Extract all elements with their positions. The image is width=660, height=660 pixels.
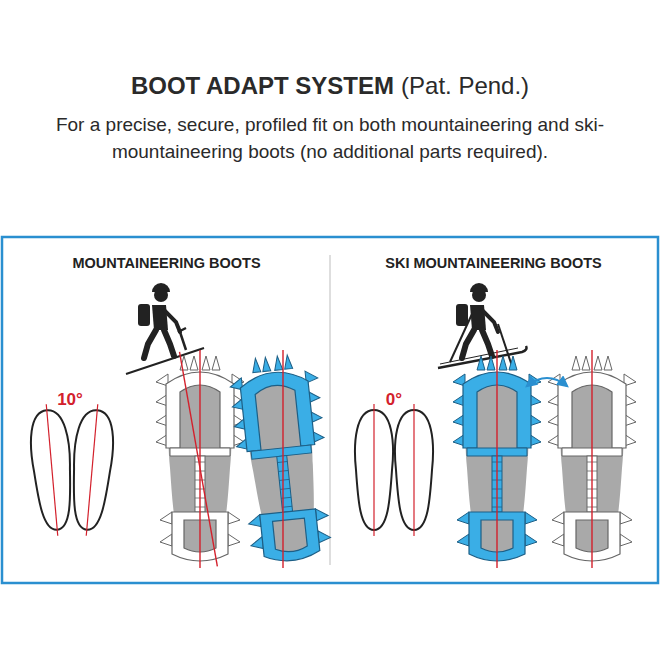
swap-arrow [527, 378, 567, 386]
boot-sole [355, 404, 393, 536]
crampon [453, 350, 541, 568]
boot-sole [27, 403, 76, 538]
divider [329, 255, 330, 565]
angle-label: 10° [40, 388, 100, 412]
panel-frame [2, 237, 658, 583]
angle-label: 0° [364, 388, 424, 412]
crampon [156, 350, 244, 568]
boot-sole [67, 403, 116, 538]
panel-region: SKI MOUNTAINEERING BOOTS [331, 239, 656, 581]
patent-note: (Pat. Pend.) [401, 72, 529, 99]
title: BOOT ADAPT SYSTEM [131, 72, 394, 99]
subtitle: For a precise, secure, profiled fit on b… [10, 112, 650, 165]
panel-heading: SKI MOUNTAINEERING BOOTS [331, 255, 656, 271]
crampon [228, 350, 337, 568]
boot-sole [395, 404, 433, 536]
heading-row: BOOT ADAPT SYSTEM (Pat. Pend.) [0, 72, 660, 100]
panel-heading: MOUNTAINEERING BOOTS [4, 255, 329, 271]
panel-region: MOUNTAINEERING BOOTS [4, 239, 329, 581]
